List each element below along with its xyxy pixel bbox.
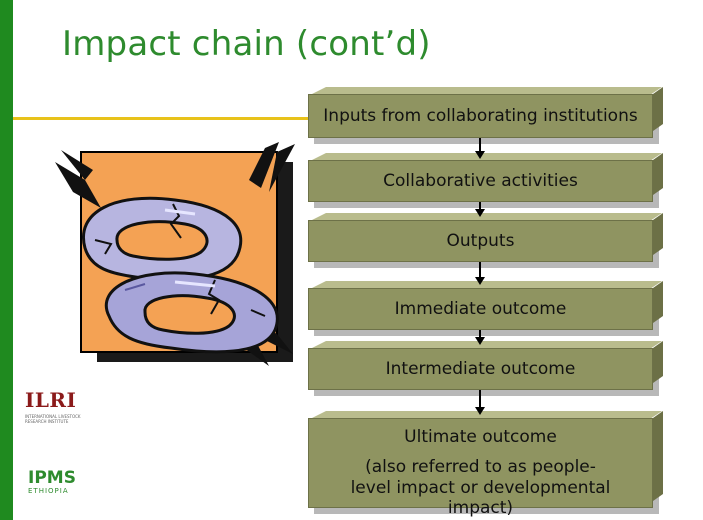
slide-title: Impact chain (cont’d) bbox=[62, 24, 431, 64]
box-ultimate-outcome-label: Ultimate outcome bbox=[404, 427, 557, 447]
box-intermediate-outcome: Intermediate outcome bbox=[308, 341, 653, 396]
box-collaborative-activities-label: Collaborative activities bbox=[308, 160, 653, 202]
ilri-logo: ILRI bbox=[25, 388, 77, 412]
box-intermediate-outcome-label: Intermediate outcome bbox=[308, 348, 653, 390]
title-rule bbox=[13, 117, 309, 120]
box-outputs: Outputs bbox=[308, 213, 653, 268]
box-inputs: Inputs from collaborating institutions bbox=[308, 87, 653, 144]
broken-chain-icon bbox=[55, 140, 300, 375]
box-collaborative-activities: Collaborative activities bbox=[308, 153, 653, 208]
box-outputs-label: Outputs bbox=[308, 220, 653, 262]
ipms-logo-subtitle: ETHIOPIA bbox=[28, 487, 69, 495]
ilri-logo-subtitle: INTERNATIONAL LIVESTOCK RESEARCH INSTITU… bbox=[25, 414, 81, 424]
ipms-logo: IPMS bbox=[28, 468, 76, 488]
box-ultimate-outcome-note: (also referred to as people-level impact… bbox=[350, 457, 611, 519]
box-immediate-outcome: Immediate outcome bbox=[308, 281, 653, 336]
box-immediate-outcome-label: Immediate outcome bbox=[308, 288, 653, 330]
box-inputs-label: Inputs from collaborating institutions bbox=[308, 94, 653, 138]
box-ultimate-outcome: Ultimate outcome (also referred to as pe… bbox=[308, 411, 653, 518]
accent-bar bbox=[0, 0, 13, 520]
